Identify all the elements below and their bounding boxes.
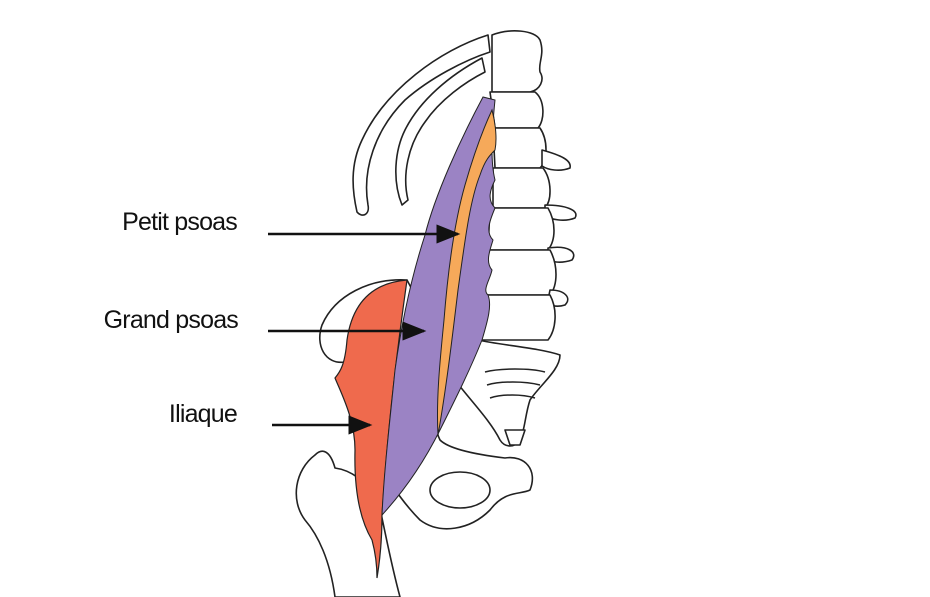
lumbar-spine bbox=[477, 30, 577, 341]
obturator-foramen bbox=[429, 471, 491, 509]
iliaque-label: Iliaque bbox=[168, 400, 238, 428]
femur bbox=[295, 450, 401, 597]
rib-upper bbox=[352, 34, 491, 216]
petit-psoas-muscle bbox=[436, 108, 497, 436]
sacrum bbox=[454, 339, 561, 447]
petit-psoas-label: Petit psoas bbox=[122, 208, 238, 236]
grand-psoas-label: Grand psoas bbox=[103, 306, 239, 334]
rib-lower bbox=[395, 57, 486, 206]
